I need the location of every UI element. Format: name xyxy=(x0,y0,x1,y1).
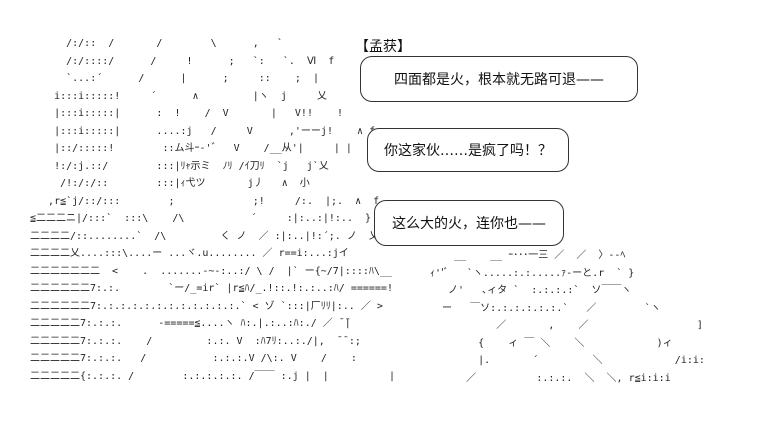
ascii-art-line: 二二二二二二7:.:. `ー/_=ir` |r≦ﾊ/_.!::.!:.:..:ﾊ… xyxy=(30,283,393,294)
ascii-art-line: |::/:::::! ::ム斗ｰ-'゛ V /__从'| | | xyxy=(30,143,352,154)
ascii-art-line: ,r≦`j/::/::: ; ;! /:. |;. ∧ f xyxy=(30,195,380,207)
speech-bubble-3-text: 这么大的火，连你也—— xyxy=(392,216,546,232)
ascii-art-line: 二二二二二二7:.:.:.:.:.:.:.:.:.:.:.:.` < ゾ `::… xyxy=(30,300,383,312)
ascii-art-line: ≦二二二ニ|/:::` :::\ /\ ´ :|:..:|!:.. } xyxy=(30,213,372,224)
ascii-art-line: ー ￣ソ:.:.:.:.:.:.` ／ `ヽ xyxy=(430,302,661,314)
speech-bubble-1: 四面都是火，根本就无路可退—— xyxy=(360,56,638,102)
speech-bubble-1-text: 四面都是火，根本就无路可退—— xyxy=(394,72,604,88)
ascii-art-line: { ィ ￣ ＼ ＼ )ィ xyxy=(430,337,673,349)
ascii-art-line: ／ , ／ ] xyxy=(430,320,703,331)
ascii-art-line: ｨ''ﾞ `ヽ.....:.:.....ｧ-ーと.r ` } xyxy=(430,267,635,279)
speech-bubble-3: 这么大的火，连你也—— xyxy=(374,200,564,246)
ascii-art-line: 二二二二/::........` /\ く ノ ／ :|:..|!:´;. ノ … xyxy=(30,230,379,242)
ascii-art-line: `...:´ / | ; :: ; | xyxy=(30,73,319,84)
ascii-art-line: i:::i:::::! ´ ∧ |ヽ j 乂 xyxy=(30,90,327,102)
speech-bubble-2-text: 你这家伙……是疯了吗！？ xyxy=(384,143,552,159)
speech-bubble-2: 你这家伙……是疯了吗！？ xyxy=(367,128,569,172)
ascii-art-line: |:::i:::::| : ! / V | V!! ! xyxy=(30,108,344,119)
ascii-art-line: 二二二二二二二 < . .......-~-:..:/ \ / |` ー{~/7… xyxy=(30,265,392,277)
ascii-art-line: |. ´ ＼ /i:i: xyxy=(430,355,705,366)
ascii-art-line: 二二二二二7:.:.:. -=====≦....ヽ ﾊ:.|.:..:ﾊ:./ … xyxy=(30,318,351,329)
ascii-art-line: /:/:: / / \ , ` xyxy=(30,38,283,49)
ascii-art-line: 二二二二二{:.:.:. / :.:.:.:.:. /￣￣ :.j | | | xyxy=(30,370,396,382)
ascii-art-line: |:::i:::::| ....:j / V ,'ーーj! ∧ f xyxy=(30,125,376,137)
ascii-art-line: 二二二二乂....:::\....ー ...ヾ.u........ ／ r==i… xyxy=(30,248,349,259)
ascii-art-line: /:/::::/ / ! ; `: `. Ⅵ f xyxy=(30,55,335,67)
ascii-art-line: /!:/:/:: :::|ｨ弋ツ j丿 ∧ 小 xyxy=(30,178,310,189)
speaker-name: 【孟获】 xyxy=(355,39,411,55)
ascii-art-line: ノ' ､ィタ ` :.:.:.:` ソ￣￣ヽ xyxy=(430,285,632,296)
ascii-art-line: 二二二二二7:.:.:. / :.:.:.V /\:. V / : xyxy=(30,353,357,364)
ascii-art-line: __ __ ｰ･･･一三 ／ ／ 〉--ﾍ xyxy=(430,250,626,261)
ascii-art-line: 二二二二二7:.:.:. / :.:. V :ﾊ7ﾘ:..:./|, ̄ ̄ :… xyxy=(30,335,361,347)
ascii-art-line: !:/:j.::/ :::|ﾘｬ示ミ ﾉﾘ /ｲ刀ﾘ `j j`乂 xyxy=(30,160,329,172)
ascii-art-line: ／ :.:.:. ＼ ＼, r≦i:i:i xyxy=(430,372,671,384)
